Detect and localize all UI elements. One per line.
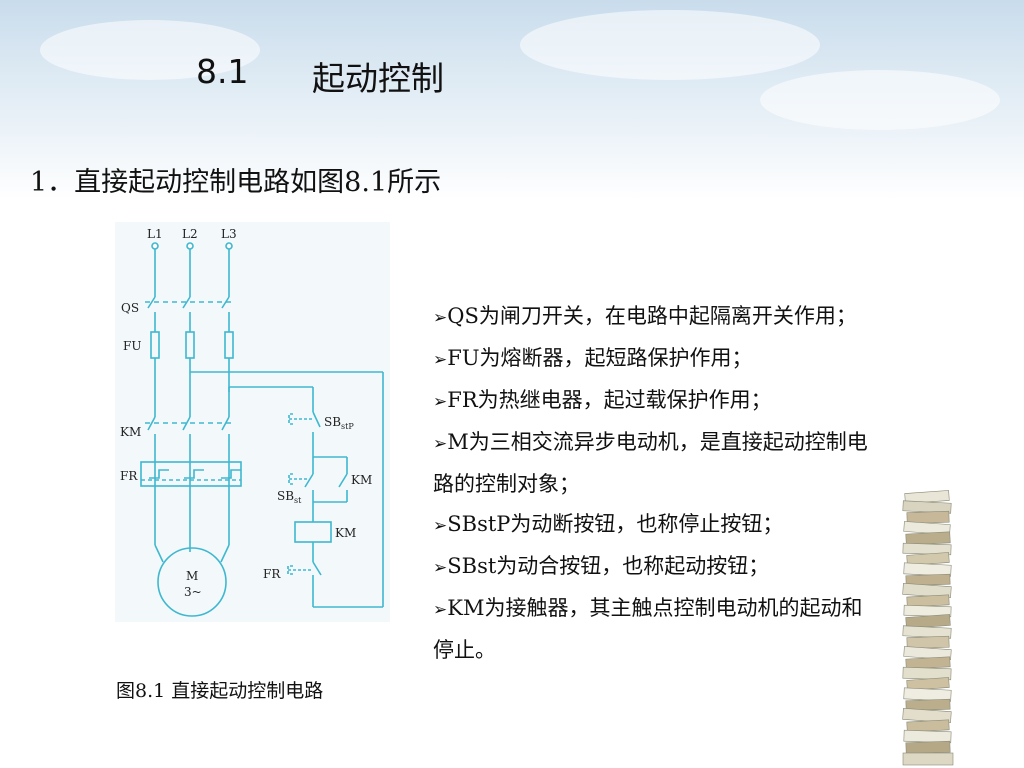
bullet-item: ➢FU为熔断器，起短路保护作用；: [433, 346, 753, 370]
bullet-list: ➢QS为闸刀开关，在电路中起隔离开关作用； ➢FU为熔断器，起短路保护作用； ➢…: [433, 296, 973, 670]
motor-symbol: [157, 547, 227, 617]
cloud-decoration: [40, 20, 260, 80]
bullet-arrow-icon: ➢: [433, 600, 448, 620]
bullet-item: ➢SBstP为动断按钮，也称停止按钮；: [433, 512, 784, 536]
bullet-item: ➢M为三相交流异步电动机，是直接起动控制电: [433, 430, 868, 454]
book-stack-illustration: [902, 490, 954, 766]
label-motor: M: [186, 569, 198, 583]
slide-title-number: 8.1: [196, 52, 249, 91]
bullet-arrow-icon: ➢: [433, 308, 448, 328]
label-fr-main: FR: [120, 469, 138, 483]
terminal-l1: [151, 242, 159, 250]
label-l3: L3: [221, 227, 237, 241]
diagram-background: [115, 222, 390, 622]
bullet-arrow-icon: ➢: [433, 516, 448, 536]
label-l2: L2: [182, 227, 198, 241]
start-control-circuit-diagram: L1 L2 L3 QS FU KM FR M 3~ SBstP SBst KM …: [115, 222, 390, 622]
header-background: [0, 0, 1024, 200]
slide-title: 起动控制: [312, 59, 444, 98]
bullet-arrow-icon: ➢: [433, 350, 448, 370]
label-km-main: KM: [120, 425, 141, 439]
label-qs: QS: [121, 301, 139, 315]
label-fr-contact: FR: [263, 567, 281, 581]
label-l1: L1: [147, 227, 163, 241]
label-km-coil: KM: [335, 526, 356, 540]
terminal-l2: [186, 242, 194, 250]
figure-caption: 图8.1 直接起动控制电路: [116, 680, 324, 702]
label-sbst: SBst: [277, 489, 302, 505]
control-circuit: [190, 371, 384, 608]
label-motor-phase: 3~: [184, 585, 202, 599]
bullet-item: ➢FR为热继电器，起过载保护作用；: [433, 388, 772, 412]
phase-line-l3: [220, 249, 234, 563]
bullet-item: ➢QS为闸刀开关，在电路中起隔离开关作用；: [433, 304, 857, 328]
bullet-item: ➢SBst为动合按钮，也称起动按钮；: [433, 554, 770, 578]
bullet-arrow-icon: ➢: [433, 434, 448, 454]
label-sbstp: SBstP: [324, 415, 354, 431]
label-fu: FU: [123, 339, 141, 353]
bullet-arrow-icon: ➢: [433, 392, 448, 412]
bullet-item: ➢KM为接触器，其主触点控制电动机的起动和: [433, 596, 863, 620]
thermal-relay-fr: [140, 461, 242, 487]
bullet-continuation: 停止。: [433, 638, 496, 662]
terminal-l3: [225, 242, 233, 250]
cloud-decoration: [520, 10, 820, 80]
slide-subtitle: 1．直接起动控制电路如图8.1所示: [30, 167, 442, 198]
label-km-contact: KM: [351, 473, 372, 487]
bullet-arrow-icon: ➢: [433, 558, 448, 578]
cloud-decoration: [760, 70, 1000, 130]
phase-line-l2: [182, 249, 195, 552]
phase-line-l1: [147, 249, 164, 563]
bullet-continuation: 路的控制对象；: [433, 472, 580, 496]
